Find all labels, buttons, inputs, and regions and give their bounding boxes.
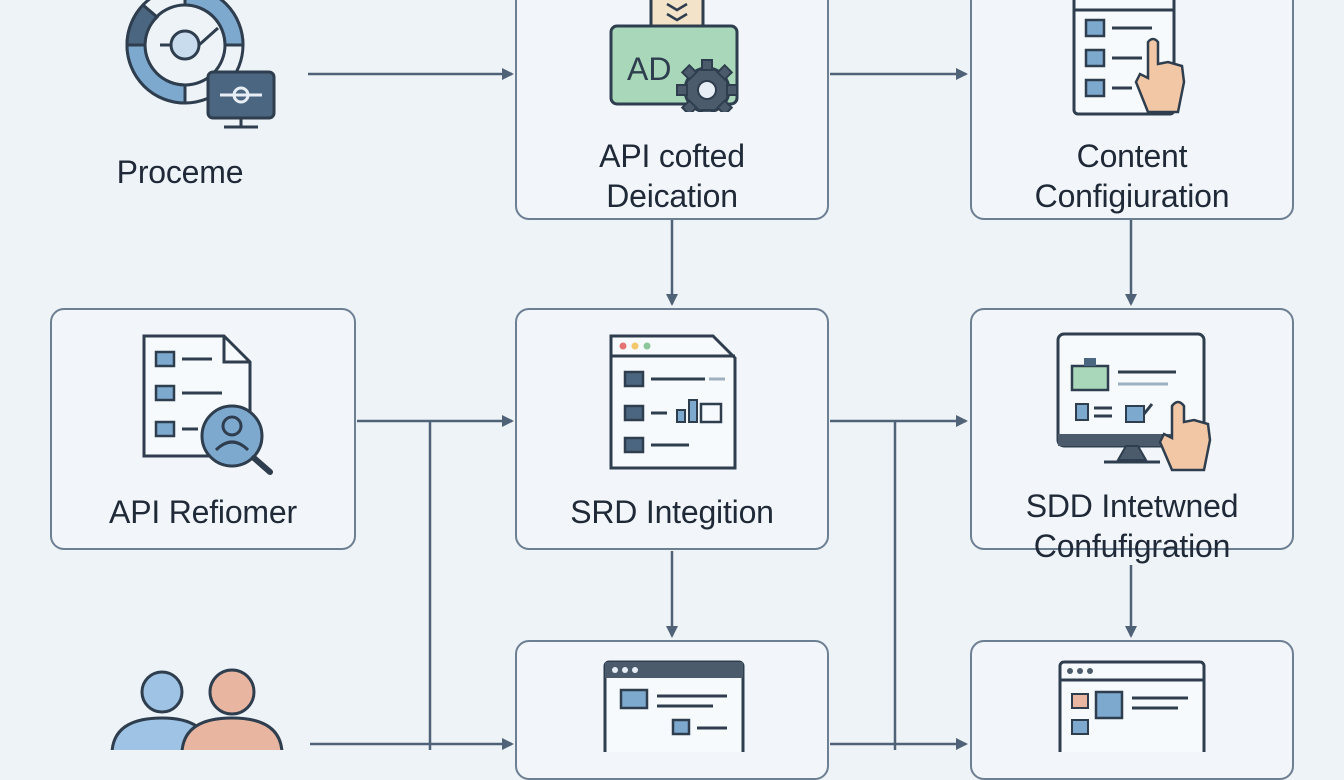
node-bottom-right (970, 640, 1294, 780)
sdd-label-line1: SDD Intetwned (1025, 488, 1239, 524)
ad-badge-text: AD (627, 51, 671, 87)
users-group (100, 660, 300, 753)
node-api-cofted-deication: AD API cofted Deication (515, 0, 829, 220)
node-bottom-middle (515, 640, 829, 780)
monitor-hand-icon (1056, 332, 1212, 472)
api-cofted-label-line1: API cofted (599, 138, 745, 174)
api-reformer-label: API Refiomer (109, 494, 297, 530)
users-icon (110, 668, 284, 753)
browser-chart-icon (609, 334, 737, 470)
connector-arrows (308, 68, 1137, 750)
browser-window-icon (603, 660, 745, 752)
node-content-configiuration: Content Configiuration (970, 0, 1294, 220)
api-cofted-label-line2: Deication (606, 178, 738, 214)
node-proceme: Proceme (100, 0, 300, 200)
checklist-hand-icon (1072, 0, 1186, 116)
process-wheel-icon (125, 0, 276, 129)
content-label-line1: Content (1076, 138, 1188, 174)
api-gear-icon: AD (609, 0, 739, 112)
node-sdd-intetwned-confufigration: SDD Intetwned Confufigration (970, 308, 1294, 564)
node-srd-integition: SRD Integition (515, 308, 829, 550)
proceme-label: Proceme (116, 154, 244, 190)
dashboard-icon (1058, 660, 1206, 752)
srd-label: SRD Integition (570, 494, 774, 530)
sdd-label-line2: Confufigration (1033, 528, 1231, 564)
document-search-user-icon (142, 334, 273, 475)
content-label-line2: Configiuration (1034, 178, 1230, 214)
node-api-refiomer: API Refiomer (50, 308, 356, 550)
